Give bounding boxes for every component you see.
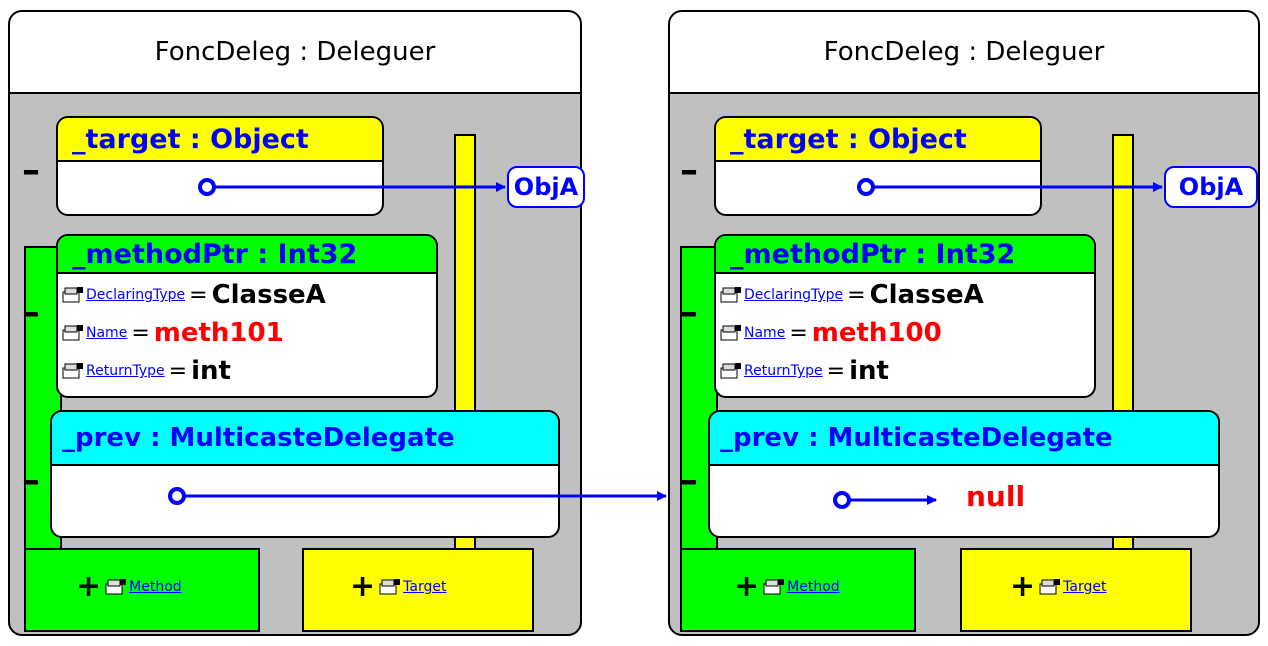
name-link[interactable]: Name	[744, 325, 786, 341]
methodptr-field-header: _methodPtr : Int32	[716, 236, 1094, 274]
declaring-type-row: DeclaringType = ClasseA	[62, 280, 326, 310]
collapse-toggle[interactable]: –	[680, 460, 698, 501]
method-zone	[24, 548, 260, 632]
name-row: Name = meth100	[720, 318, 942, 348]
name-value: meth100	[811, 318, 942, 348]
target-reference-arrow	[198, 178, 506, 196]
return-type-row: ReturnType = int	[720, 356, 889, 386]
method-link[interactable]: Method	[129, 579, 182, 595]
return-type-row: ReturnType = int	[62, 356, 231, 386]
prev-field: _prev : MulticasteDelegate	[708, 410, 1220, 538]
expand-toggle[interactable]: +	[76, 569, 102, 604]
equals-sign: =	[189, 282, 208, 308]
equals-sign: =	[847, 282, 866, 308]
property-icon	[62, 287, 83, 303]
property-icon	[62, 363, 83, 379]
expand-toggle[interactable]: +	[734, 569, 760, 604]
target-field: _target : Object	[56, 116, 384, 216]
method-link[interactable]: Method	[787, 579, 840, 595]
property-icon	[720, 363, 741, 379]
collapse-toggle[interactable]: –	[680, 292, 698, 333]
target-zone	[960, 548, 1192, 632]
method-zone	[680, 548, 916, 632]
equals-sign: =	[131, 320, 150, 346]
prev-field: _prev : MulticasteDelegate	[50, 410, 560, 538]
target-link[interactable]: Target	[403, 579, 447, 595]
expand-toggle[interactable]: +	[1010, 569, 1036, 604]
target-object-objA: ObjA	[507, 166, 585, 208]
return-type-link[interactable]: ReturnType	[86, 363, 165, 379]
target-reference-arrow	[857, 178, 1163, 196]
property-icon	[763, 579, 785, 595]
collapse-toggle[interactable]: –	[22, 150, 40, 191]
property-icon	[62, 325, 83, 341]
return-type-value: int	[849, 356, 889, 386]
reference-dot-icon	[198, 178, 216, 196]
declaring-type-value: ClasseA	[869, 280, 984, 310]
declaring-type-link[interactable]: DeclaringType	[744, 287, 844, 303]
delegate-title: FoncDeleg : Deleguer	[670, 12, 1258, 94]
equals-sign: =	[789, 320, 808, 346]
target-link[interactable]: Target	[1063, 579, 1107, 595]
prev-field-header: _prev : MulticasteDelegate	[710, 412, 1218, 466]
collapse-toggle[interactable]: –	[680, 150, 698, 191]
collapse-toggle[interactable]: –	[22, 460, 40, 501]
target-field-header: _target : Object	[58, 118, 382, 162]
declaring-type-value: ClasseA	[211, 280, 326, 310]
target-expander[interactable]: + Target	[1010, 572, 1106, 602]
return-type-link[interactable]: ReturnType	[744, 363, 823, 379]
methodptr-field: _methodPtr : Int32 DeclaringType = Class…	[56, 234, 438, 398]
reference-dot-icon	[168, 487, 186, 505]
prev-null-arrow	[833, 491, 937, 509]
target-field-header: _target : Object	[716, 118, 1040, 162]
target-field: _target : Object	[714, 116, 1042, 216]
property-icon	[379, 579, 401, 595]
name-link[interactable]: Name	[86, 325, 128, 341]
declaring-type-row: DeclaringType = ClasseA	[720, 280, 984, 310]
prev-null-value: null	[966, 480, 1026, 513]
reference-dot-icon	[833, 491, 851, 509]
method-expander[interactable]: + Method	[734, 572, 840, 602]
expand-toggle[interactable]: +	[350, 569, 376, 604]
reference-dot-icon	[857, 178, 875, 196]
property-icon	[720, 287, 741, 303]
prev-reference-arrow	[168, 487, 667, 505]
method-expander[interactable]: + Method	[76, 572, 182, 602]
prev-field-header: _prev : MulticasteDelegate	[52, 412, 558, 466]
target-expander[interactable]: + Target	[350, 572, 446, 602]
methodptr-field: _methodPtr : Int32 DeclaringType = Class…	[714, 234, 1096, 398]
collapse-toggle[interactable]: –	[22, 292, 40, 333]
target-object-objA: ObjA	[1164, 166, 1258, 208]
methodptr-field-header: _methodPtr : Int32	[58, 236, 436, 274]
return-type-value: int	[191, 356, 231, 386]
target-zone	[302, 548, 534, 632]
property-icon	[105, 579, 127, 595]
property-icon	[1039, 579, 1061, 595]
name-value: meth101	[153, 318, 284, 348]
declaring-type-link[interactable]: DeclaringType	[86, 287, 186, 303]
delegate-title: FoncDeleg : Deleguer	[10, 12, 580, 94]
equals-sign: =	[168, 358, 188, 384]
name-row: Name = meth101	[62, 318, 284, 348]
equals-sign: =	[826, 358, 846, 384]
property-icon	[720, 325, 741, 341]
